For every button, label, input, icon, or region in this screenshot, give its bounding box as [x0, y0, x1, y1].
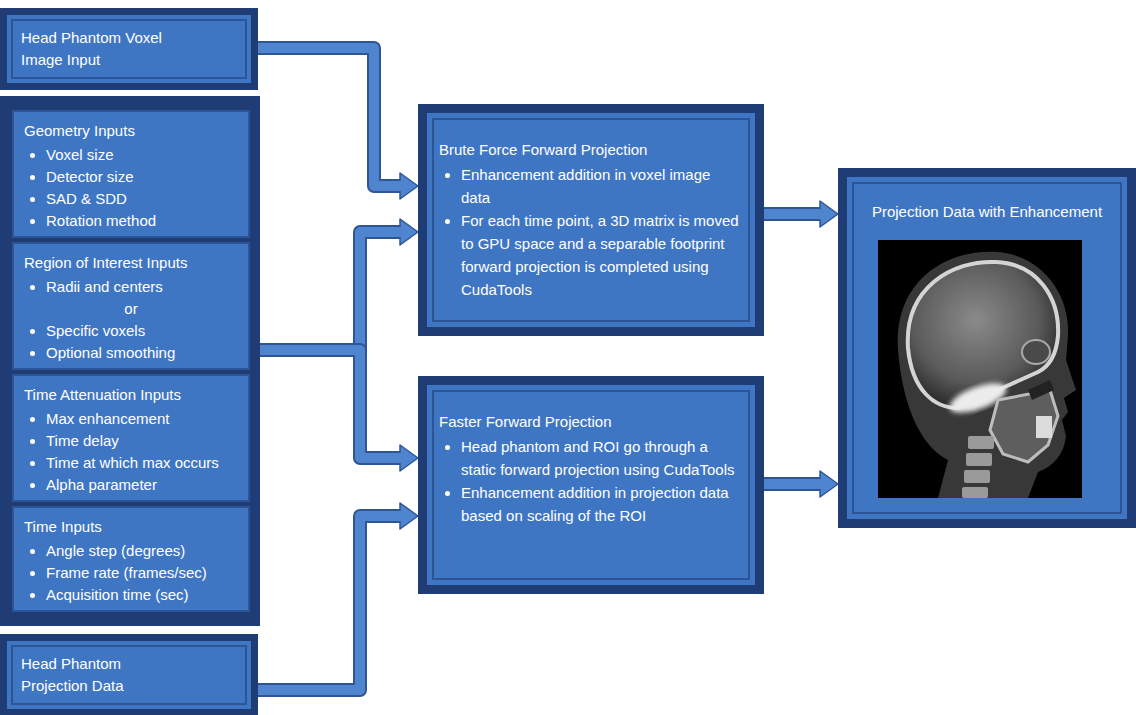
box-heading: Region of Interest Inputs — [24, 252, 238, 274]
teeth — [1036, 416, 1052, 438]
box-heading: Faster Forward Projection — [439, 411, 741, 433]
soft-tissue — [898, 252, 1076, 498]
bullet-item: Angle step (degrees) — [46, 540, 238, 562]
box-heading: Brute Force Forward Projection — [439, 139, 741, 161]
arrow-outline — [258, 516, 402, 690]
arrow-outline — [764, 207, 822, 221]
block-arrow — [258, 48, 418, 199]
bullet-item: Frame rate (frames/sec) — [46, 562, 238, 584]
block-arrow — [258, 503, 418, 690]
bullet-item: Acquisition time (sec) — [46, 584, 238, 606]
bullet-item: Time delay — [46, 430, 238, 452]
bullet-item: Max enhancement — [46, 408, 238, 430]
bullet-item: Rotation method — [46, 210, 238, 232]
bullet-item: Voxel size — [46, 144, 238, 166]
arrow-body — [258, 48, 402, 186]
skull-xray-image — [878, 240, 1082, 498]
bullet-list: Head phantom and ROI go through a static… — [439, 435, 741, 527]
arrow-head — [400, 173, 418, 199]
bullet-list: Radii and centersorSpecific voxelsOption… — [24, 276, 238, 364]
input-box: Head Phantom Projection Data — [0, 634, 258, 715]
input-group-box: Geometry InputsVoxel sizeDetector sizeSA… — [0, 96, 260, 626]
arrow-body — [260, 232, 402, 350]
block-arrow — [260, 219, 418, 350]
bullet-item: Alpha parameter — [46, 474, 238, 496]
bullet-list: Max enhancementTime delayTime at which m… — [24, 408, 238, 496]
vertebra — [966, 453, 992, 466]
airway — [1028, 380, 1054, 400]
bullet-item: SAD & SDD — [46, 188, 238, 210]
box-heading: Head Phantom Projection Data — [21, 653, 171, 697]
arrow-body — [258, 516, 402, 690]
arrow-outline — [258, 48, 402, 186]
input-panel: Geometry InputsVoxel sizeDetector sizeSA… — [12, 110, 250, 238]
bullet-item: Specific voxels — [46, 320, 238, 342]
box-heading: Geometry Inputs — [24, 120, 238, 142]
input-panel: Time Attenuation InputsMax enhancementTi… — [12, 374, 250, 502]
box-heading: Projection Data with Enhancement — [855, 201, 1119, 223]
vertebra — [964, 470, 990, 483]
orbit — [1022, 340, 1050, 364]
arrow-head — [400, 445, 418, 471]
arrow-head — [820, 471, 838, 497]
arrow-head — [820, 201, 838, 227]
arrow-outline — [260, 232, 402, 350]
bullet-list: Angle step (degrees)Frame rate (frames/s… — [24, 540, 238, 606]
bullet-item: Radii and centers — [46, 276, 238, 298]
arrow-body — [764, 209, 822, 219]
input-box: Head Phantom Voxel Image Input — [0, 8, 258, 90]
bullet-item: Head phantom and ROI go through a static… — [461, 435, 741, 481]
bullet-item: Optional smoothing — [46, 342, 238, 364]
bullet-item: Time at which max occurs — [46, 452, 238, 474]
arrow-outline — [764, 477, 822, 491]
bullet-list: Voxel sizeDetector sizeSAD & SDDRotation… — [24, 144, 238, 232]
xray-background — [878, 240, 1082, 498]
arrow-body — [260, 350, 402, 458]
bullet-item: For each time point, a 3D matrix is move… — [461, 209, 741, 301]
box-heading: Time Inputs — [24, 516, 238, 538]
input-panel: Region of Interest InputsRadii and cente… — [12, 242, 250, 370]
bullet-item: Enhancement addition in projection data … — [461, 481, 741, 527]
vertebra — [962, 487, 988, 498]
bullet-item: Detector size — [46, 166, 238, 188]
connector-word: or — [24, 298, 238, 320]
arrow-head — [400, 503, 418, 529]
jaw — [990, 390, 1058, 462]
process-box: Brute Force Forward ProjectionEnhancemen… — [418, 104, 764, 336]
arrow-body — [764, 479, 822, 489]
block-arrow — [764, 201, 838, 227]
box-heading: Head Phantom Voxel Image Input — [21, 27, 171, 71]
arrow-outline — [260, 350, 402, 458]
box-heading: Time Attenuation Inputs — [24, 384, 238, 406]
input-panel: Time InputsAngle step (degrees)Frame rat… — [12, 506, 250, 612]
process-box: Faster Forward ProjectionHead phantom an… — [418, 376, 764, 594]
output-box: Projection Data with Enhancement — [838, 168, 1136, 528]
block-arrow — [260, 350, 418, 471]
arrow-head — [400, 219, 418, 245]
bullet-list: Enhancement addition in voxel image data… — [439, 163, 741, 301]
vertebra — [968, 436, 994, 449]
bullet-item: Enhancement addition in voxel image data — [461, 163, 741, 209]
block-arrow — [764, 471, 838, 497]
